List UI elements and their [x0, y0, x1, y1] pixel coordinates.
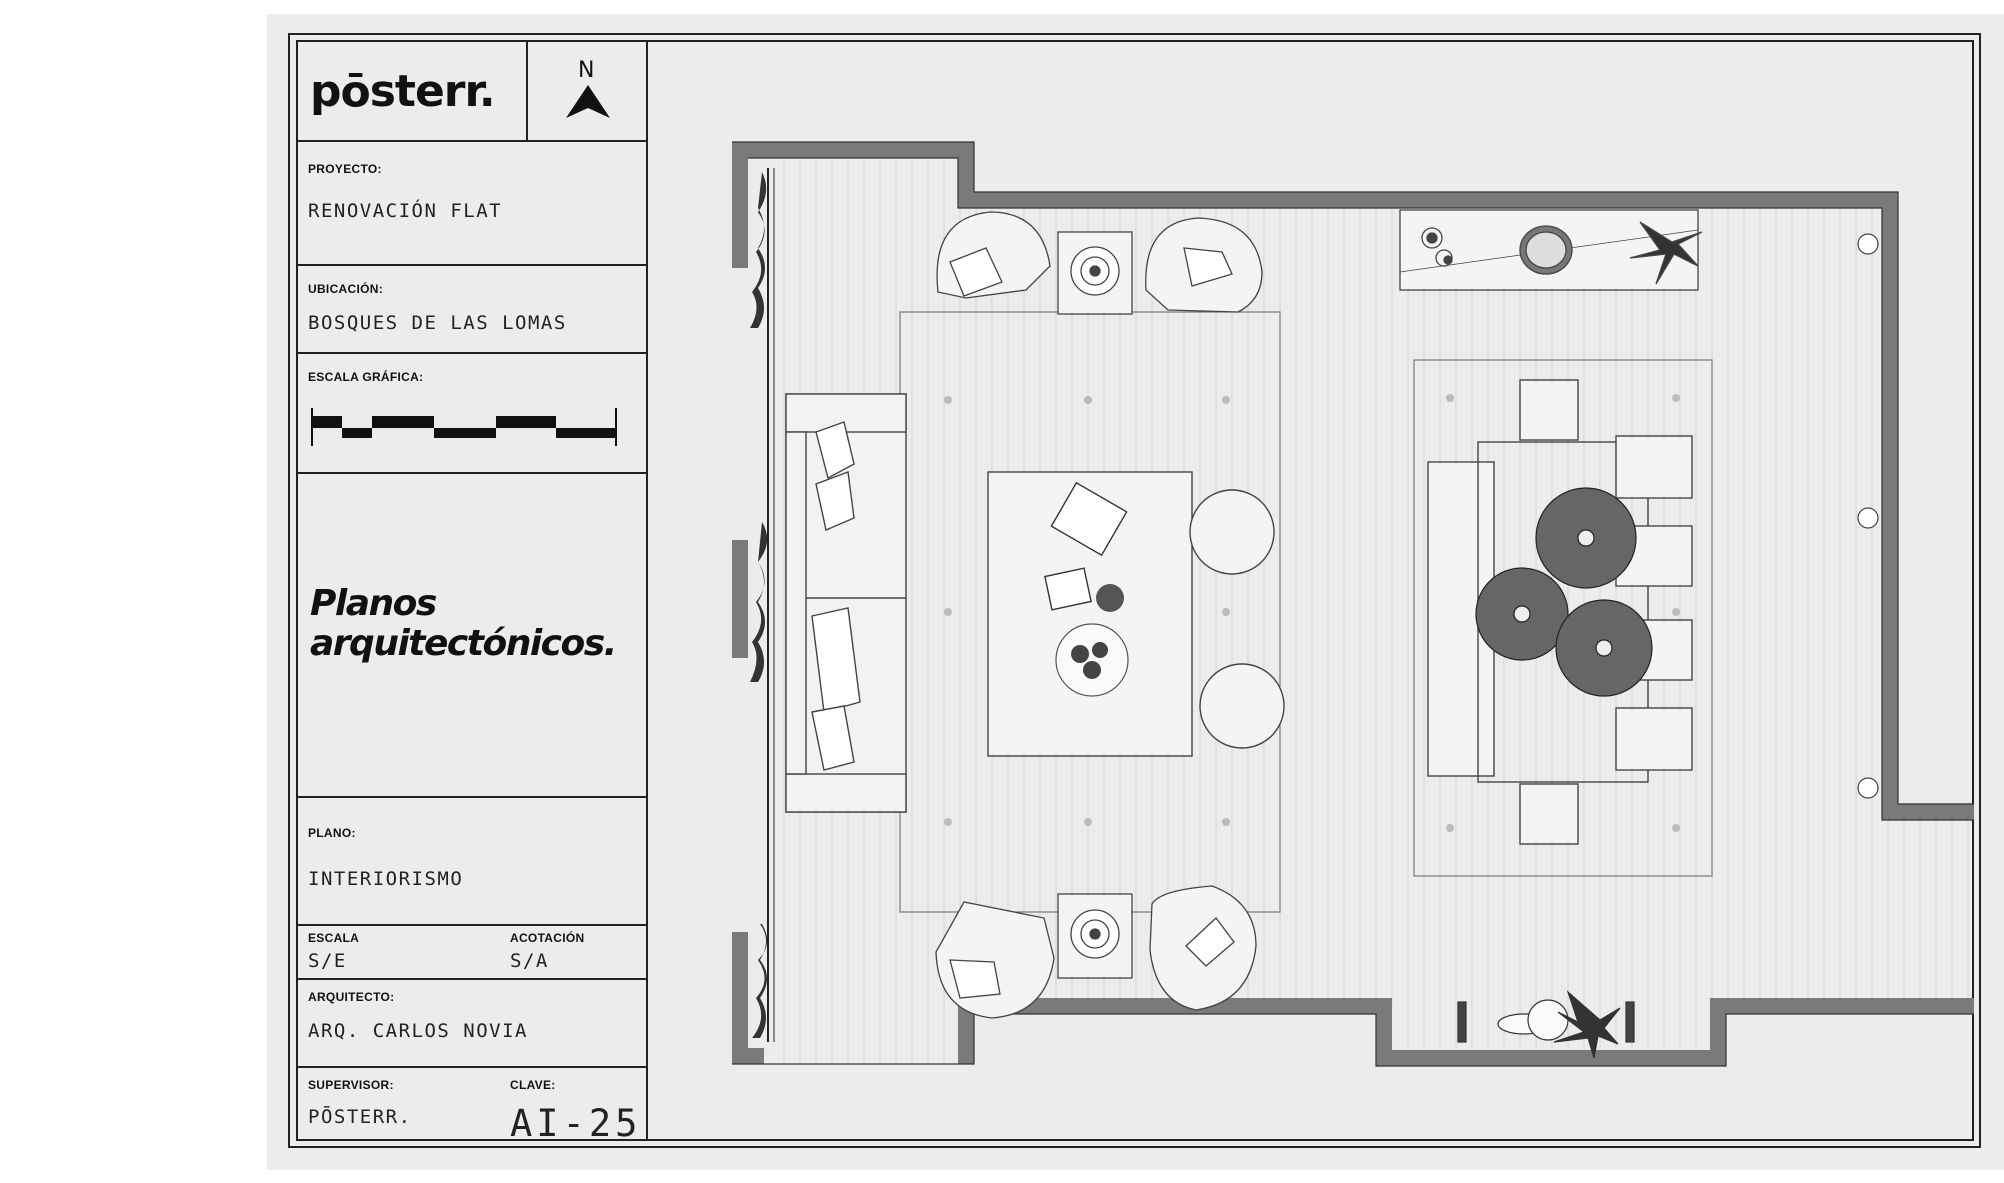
escala-cell: ESCALA S/E ACOTACIÓN S/A: [296, 926, 646, 980]
escala-value: S/E: [308, 950, 347, 972]
escala-grafica-cell: ESCALA GRÁFICA:: [296, 354, 646, 474]
armchair-top-left: [936, 211, 1051, 299]
proyecto-cell: PROYECTO: RENOVACIÓN FLAT: [296, 142, 646, 266]
round-ottomans: [1189, 489, 1285, 749]
floor-plan-drawing: [732, 141, 1974, 1067]
pendant-lamps: [1475, 487, 1653, 697]
plano-value: INTERIORISMO: [308, 868, 464, 890]
north-cell: N: [526, 40, 646, 142]
entry-plant: [1457, 990, 1635, 1059]
ubicacion-cell: UBICACIÓN: BOSQUES DE LAS LOMAS: [296, 266, 646, 354]
arquitecto-label: ARQUITECTO:: [308, 990, 395, 1004]
title-block: pōsterr. N PROYECTO: RENOVACIÓN FLAT UBI…: [296, 40, 648, 1145]
acotacion-value: S/A: [510, 950, 549, 972]
rug-dots: [944, 396, 1230, 826]
outer-frame: [288, 33, 1981, 1148]
side-table-bottom: [1057, 893, 1133, 979]
arquitecto-value: ARQ. CARLOS NOVIA: [308, 1020, 528, 1042]
clave-label: CLAVE:: [510, 1078, 556, 1092]
wall-lights: [1857, 233, 1879, 799]
graphic-scale-bar: [311, 408, 617, 446]
arquitecto-cell: ARQUITECTO: ARQ. CARLOS NOVIA: [296, 980, 646, 1068]
supervisor-label: SUPERVISOR:: [308, 1078, 394, 1092]
plano-label: PLANO:: [308, 826, 356, 840]
escala-label: ESCALA: [308, 931, 360, 945]
coffee-table: [987, 471, 1193, 757]
inner-frame: [296, 40, 1974, 1141]
armchair-bottom-right: [1149, 885, 1257, 1011]
floor-area: [772, 162, 1974, 1064]
ubicacion-value: BOSQUES DE LAS LOMAS: [308, 312, 567, 334]
proyecto-label: PROYECTO:: [308, 162, 382, 176]
side-table-top: [1057, 231, 1133, 315]
logo-cell: pōsterr. N: [296, 40, 646, 142]
north-arrow-icon: [566, 85, 610, 118]
walls: [732, 142, 1974, 1066]
sofa: [785, 393, 907, 813]
clave-value: AI-25: [510, 1102, 642, 1145]
acotacion-label: ACOTACIÓN: [510, 931, 585, 945]
supervisor-value: PŌSTERR.: [308, 1106, 412, 1128]
wall-outlines: [732, 141, 1974, 1067]
proyecto-value: RENOVACIÓN FLAT: [308, 200, 503, 222]
plano-cell: PLANO: INTERIORISMO: [296, 798, 646, 926]
escala-grafica-label: ESCALA GRÁFICA:: [308, 370, 424, 384]
ubicacion-label: UBICACIÓN:: [308, 282, 383, 296]
north-label: N: [578, 58, 595, 83]
window-frame: [767, 168, 775, 1042]
curtain-plants: [750, 172, 768, 1038]
posterr-logo: pōsterr.: [310, 66, 496, 117]
dining-rug: [1413, 359, 1713, 877]
drawing-title-line2: arquitectónicos.: [310, 623, 617, 664]
armchair-bottom-left: [935, 901, 1055, 1019]
drawing-title-line1: Planos: [310, 583, 437, 624]
supervisor-cell: SUPERVISOR: PŌSTERR. CLAVE: AI-25: [296, 1068, 646, 1145]
armchair-top-right: [1145, 217, 1263, 313]
sideboard: [1399, 209, 1703, 291]
drawing-title: Planos arquitectónicos.: [310, 583, 617, 664]
title-cell: Planos arquitectónicos.: [296, 474, 646, 798]
